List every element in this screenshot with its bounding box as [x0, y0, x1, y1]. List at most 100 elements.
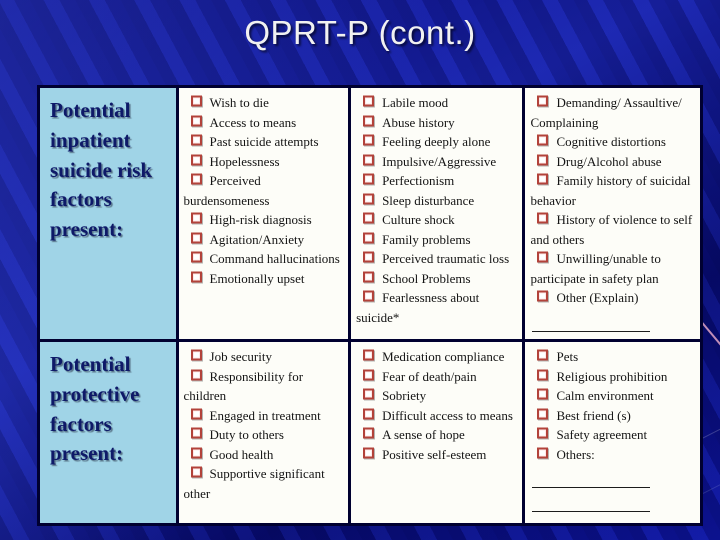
checklist-item: Sobriety: [356, 386, 518, 406]
checklist-item-label: Fear of death/pain: [382, 368, 477, 384]
checklist-item-label: Access to means: [209, 114, 297, 130]
checklist-item-label: Family problems: [382, 231, 471, 247]
row-header-risk-factors: Potential inpatient suicide risk factors…: [37, 85, 179, 342]
checklist-item-label: Command hallucinations: [209, 251, 340, 266]
checklist-item: History of violence to self and others: [530, 210, 696, 249]
checkbox-icon: [190, 173, 202, 185]
checklist-item-label: Difficult access to means: [382, 407, 513, 423]
checkbox-icon: [537, 251, 549, 263]
checklist-item-label: Job security: [209, 349, 272, 364]
checkbox-icon: [363, 173, 375, 185]
table-row-protective-factors: Potential protective factors present: Jo…: [37, 339, 703, 526]
slide-title: QPRT-P (cont.): [244, 14, 476, 51]
checklist-item-label: Unwilling/unable to participate in safet…: [530, 251, 661, 286]
checklist-item: Engaged in treatment: [184, 406, 345, 426]
checkbox-icon: [537, 349, 549, 361]
checkbox-icon: [190, 271, 202, 282]
checklist-item: Job security: [184, 347, 345, 367]
checklist-item: Difficult access to means: [356, 406, 518, 426]
checklist-item-label: Perceived traumatic loss: [382, 251, 510, 266]
checkbox-icon: [537, 369, 549, 380]
checklist-item: Calm environment: [530, 386, 696, 406]
checkbox-icon: [537, 427, 549, 439]
checklist-item-label: Fearlessness about suicide*: [356, 290, 480, 325]
checklist-item-label: Calm environment: [556, 388, 654, 403]
checklist-item-label: Pets: [556, 349, 579, 364]
checkbox-icon: [537, 388, 549, 400]
checklist-item-label: Supportive significant other: [183, 466, 325, 501]
checkbox-icon: [363, 134, 375, 146]
checklist-item-label: Past suicide attempts: [209, 134, 319, 149]
checklist-item-label: Engaged in treatment: [209, 407, 321, 423]
checklist-item-label: Religious prohibition: [556, 368, 668, 384]
checklist-item: Sleep disturbance: [356, 191, 518, 211]
checkbox-icon: [190, 95, 202, 107]
write-in-blank-line: [532, 308, 651, 332]
checkbox-icon: [537, 290, 549, 302]
checklist-item-label: Hopelessness: [209, 153, 280, 169]
checklist-item-label: Good health: [209, 446, 274, 462]
write-in-blank-line: [532, 464, 651, 488]
checklist-item: Pets: [530, 347, 696, 367]
checkbox-icon: [363, 154, 375, 165]
checkbox-icon: [363, 212, 375, 224]
checklist-item-label: Safety agreement: [556, 427, 648, 442]
checklist-item-label: Positive self-esteem: [382, 446, 487, 462]
checkbox-icon: [190, 427, 202, 439]
checklist-item: Fear of death/pain: [356, 367, 518, 387]
checkbox-icon: [363, 193, 375, 204]
checkbox-icon: [363, 349, 375, 361]
checkbox-icon: [537, 154, 549, 165]
checklist-item-label: Family history of suicidal behavior: [530, 173, 691, 208]
checklist-item-label: Drug/Alcohol abuse: [556, 153, 662, 169]
row-header-protective-factors: Potential protective factors present:: [37, 339, 179, 526]
checkbox-icon: [363, 232, 375, 243]
checklist-item: Perfectionism: [356, 171, 518, 191]
checkbox-icon: [363, 427, 375, 439]
checkbox-icon: [190, 349, 202, 361]
assessment-table: Potential inpatient suicide risk factors…: [37, 85, 703, 526]
checklist-item: Feeling deeply alone: [356, 132, 518, 152]
checklist-item: A sense of hope: [356, 425, 518, 445]
checklist-item: Family problems: [356, 230, 518, 250]
checklist-item-label: Abuse history: [382, 114, 455, 130]
checklist-item: Cognitive distortions: [530, 132, 696, 152]
checklist-item: Abuse history: [356, 113, 518, 133]
checklist-item-label: Demanding/ Assaultive/ Complaining: [530, 95, 682, 130]
checklist-item: Medication compliance: [356, 347, 518, 367]
checkbox-icon: [363, 115, 375, 126]
checkbox-icon: [537, 408, 549, 419]
checkbox-icon: [363, 388, 375, 400]
checklist-item-label: Cognitive distortions: [556, 134, 666, 149]
checklist-item: Unwilling/unable to participate in safet…: [530, 249, 696, 288]
checklist-item: School Problems: [356, 269, 518, 289]
checklist-item-label: Best friend (s): [556, 407, 631, 423]
checklist-item: Supportive significant other: [184, 464, 345, 503]
checklist-item-label: Perceived burdensomeness: [183, 173, 270, 208]
checklist-item: Perceived burdensomeness: [184, 171, 345, 210]
checkbox-icon: [537, 447, 549, 458]
checklist-item-label: Others:: [556, 446, 595, 462]
checklist-item: Good health: [184, 445, 345, 465]
checklist-item: Best friend (s): [530, 406, 696, 426]
checklist-item: Hopelessness: [184, 152, 345, 172]
checkbox-icon: [190, 369, 202, 380]
checklist-item: Duty to others: [184, 425, 345, 445]
checkbox-icon: [363, 290, 375, 302]
checkbox-icon: [190, 212, 202, 224]
checkbox-icon: [190, 134, 202, 146]
write-in-blank-line: [532, 488, 651, 512]
checklist-item-label: Perfectionism: [382, 173, 455, 188]
checklist-item-label: Labile mood: [382, 95, 449, 110]
checkbox-icon: [537, 173, 549, 185]
checkbox-icon: [363, 271, 375, 282]
checklist-item: Drug/Alcohol abuse: [530, 152, 696, 172]
checklist-item: Perceived traumatic loss: [356, 249, 518, 269]
checklist-item: Other (Explain): [530, 288, 696, 308]
checklist-item-label: Sobriety: [382, 388, 427, 403]
checklist-item-label: Emotionally upset: [209, 270, 305, 286]
